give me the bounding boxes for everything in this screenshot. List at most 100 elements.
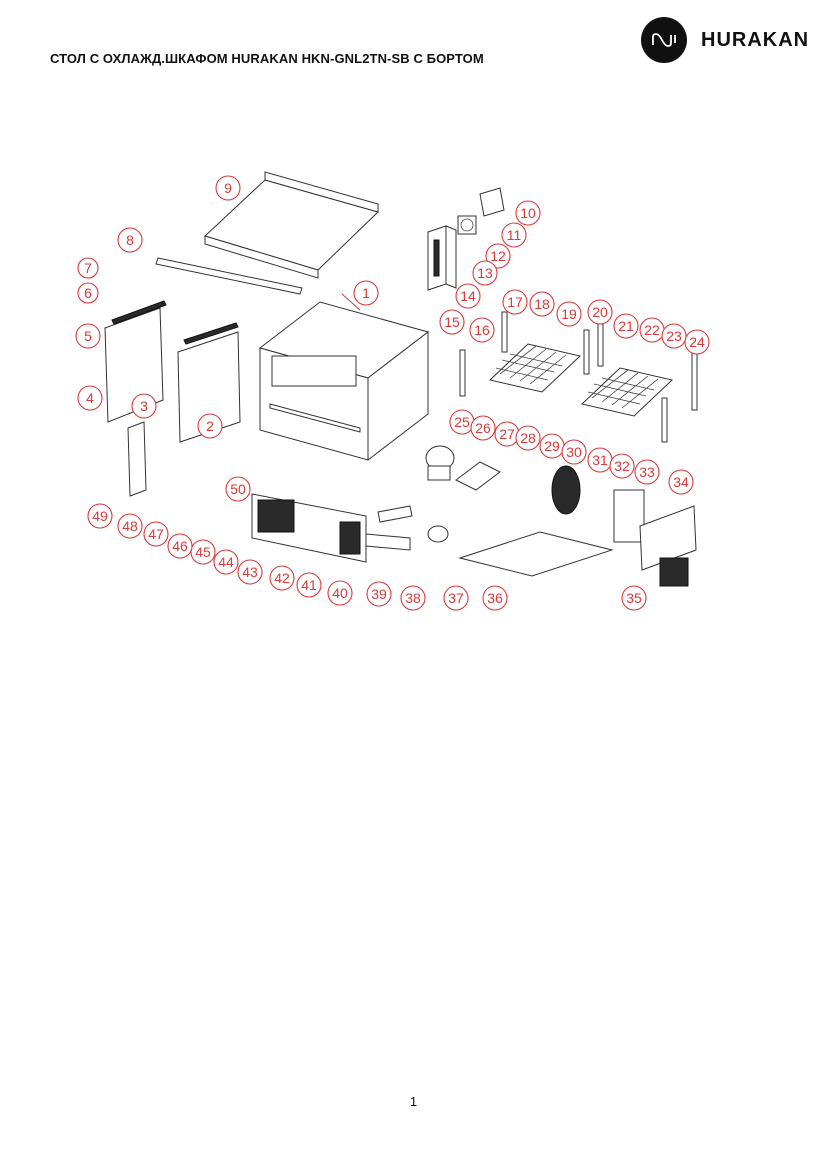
callout-label-46: 46 (172, 538, 188, 554)
callout-label-14: 14 (460, 288, 476, 304)
vent-grille-part (659, 557, 689, 587)
wire-shelf-left (488, 343, 582, 393)
callout-label-13: 13 (477, 265, 493, 281)
callout-label-33: 33 (639, 464, 655, 480)
evaporator-housing-part (427, 225, 457, 291)
callout-44 (213, 549, 239, 575)
callout-24 (684, 329, 710, 355)
shelf-support-19 (583, 329, 590, 375)
cover-part (377, 505, 413, 523)
callout-37 (443, 585, 469, 611)
callout-label-43: 43 (242, 564, 258, 580)
callout-47 (143, 521, 169, 547)
callout-label-47: 47 (148, 526, 164, 542)
callout-label-9: 9 (224, 180, 232, 196)
callout-label-25: 25 (454, 414, 470, 430)
callout-39 (366, 581, 392, 607)
door-right-part (177, 331, 241, 443)
callout-label-49: 49 (92, 508, 108, 524)
callout-label-44: 44 (218, 554, 234, 570)
callout-label-16: 16 (474, 322, 490, 338)
callout-1 (353, 280, 379, 306)
callout-label-50: 50 (230, 481, 246, 497)
callout-30 (561, 439, 587, 465)
callout-label-37: 37 (448, 590, 464, 606)
hurakan-logo-icon (641, 17, 687, 63)
callout-12 (485, 243, 511, 269)
callout-10 (515, 200, 541, 226)
callout-20 (587, 299, 613, 325)
callout-label-6: 6 (84, 285, 92, 301)
callout-14 (455, 283, 481, 309)
condenser-fan-ring (551, 465, 581, 515)
brand-logo: HURAKAN (641, 17, 809, 63)
callout-label-40: 40 (332, 585, 348, 601)
callout-43 (237, 559, 263, 585)
callout-label-17: 17 (507, 294, 523, 310)
callout-6 (77, 282, 99, 304)
callout-16 (469, 317, 495, 343)
drip-tray-part (365, 533, 411, 551)
exploded-parts-diagram: 1 2 3 4 5 6 7 8 9 10 11 12 13 14 15 16 1… (75, 171, 710, 611)
callout-40 (327, 580, 353, 606)
callout-2 (197, 413, 223, 439)
callout-label-36: 36 (487, 590, 503, 606)
cabinet-body-part (258, 301, 430, 462)
callout-label-5: 5 (84, 328, 92, 344)
shelf-support-20 (597, 323, 604, 367)
callout-label-26: 26 (475, 420, 491, 436)
callout-32 (609, 453, 635, 479)
callout-36 (482, 585, 508, 611)
callout-28 (515, 425, 541, 451)
callout-label-29: 29 (544, 438, 560, 454)
callout-4 (77, 385, 103, 411)
callout-15 (439, 309, 465, 335)
condenser-part (613, 489, 645, 543)
callout-label-10: 10 (520, 205, 536, 221)
callout-3 (131, 393, 157, 419)
fan-guard-part (479, 187, 505, 217)
callout-label-22: 22 (644, 322, 660, 338)
callout-50 (225, 476, 251, 502)
callout-label-20: 20 (592, 304, 608, 320)
shelf-support-17 (501, 311, 508, 353)
wire-shelf-right (580, 367, 674, 417)
callout-label-18: 18 (534, 296, 550, 312)
callout-label-30: 30 (566, 444, 582, 460)
callout-label-32: 32 (614, 458, 630, 474)
callout-label-15: 15 (444, 314, 460, 330)
callout-11 (501, 222, 527, 248)
callout-label-8: 8 (126, 232, 134, 248)
shelf-support-23 (661, 397, 668, 443)
callout-label-1: 1 (362, 285, 370, 301)
callout-label-31: 31 (592, 452, 608, 468)
door-gasket-5 (111, 300, 167, 325)
callout-9 (215, 175, 241, 201)
front-rail-part (155, 257, 303, 295)
callout-label-19: 19 (561, 306, 577, 322)
base-panel-part (251, 493, 367, 563)
callout-17 (502, 289, 528, 315)
door-left-part (104, 307, 164, 423)
callout-label-45: 45 (195, 544, 211, 560)
callout-label-28: 28 (520, 430, 536, 446)
callout-label-12: 12 (490, 248, 506, 264)
callout-48 (117, 513, 143, 539)
compressor-part (425, 445, 455, 481)
callout-label-11: 11 (507, 227, 522, 243)
callout-label-23: 23 (666, 328, 682, 344)
callout-13 (472, 260, 498, 286)
callout-label-7: 7 (84, 260, 92, 276)
callout-41 (296, 572, 322, 598)
page-number: 1 (409, 1094, 418, 1109)
electrical-box-part (455, 461, 501, 491)
callout-33 (634, 459, 660, 485)
callout-label-39: 39 (371, 586, 387, 602)
callout-label-48: 48 (122, 518, 138, 534)
callout-label-21: 21 (618, 318, 634, 334)
callout-label-4: 4 (86, 390, 94, 406)
callout-label-41: 41 (301, 577, 317, 593)
callout-42 (269, 565, 295, 591)
coil-part (427, 525, 449, 543)
callout-label-42: 42 (274, 570, 290, 586)
